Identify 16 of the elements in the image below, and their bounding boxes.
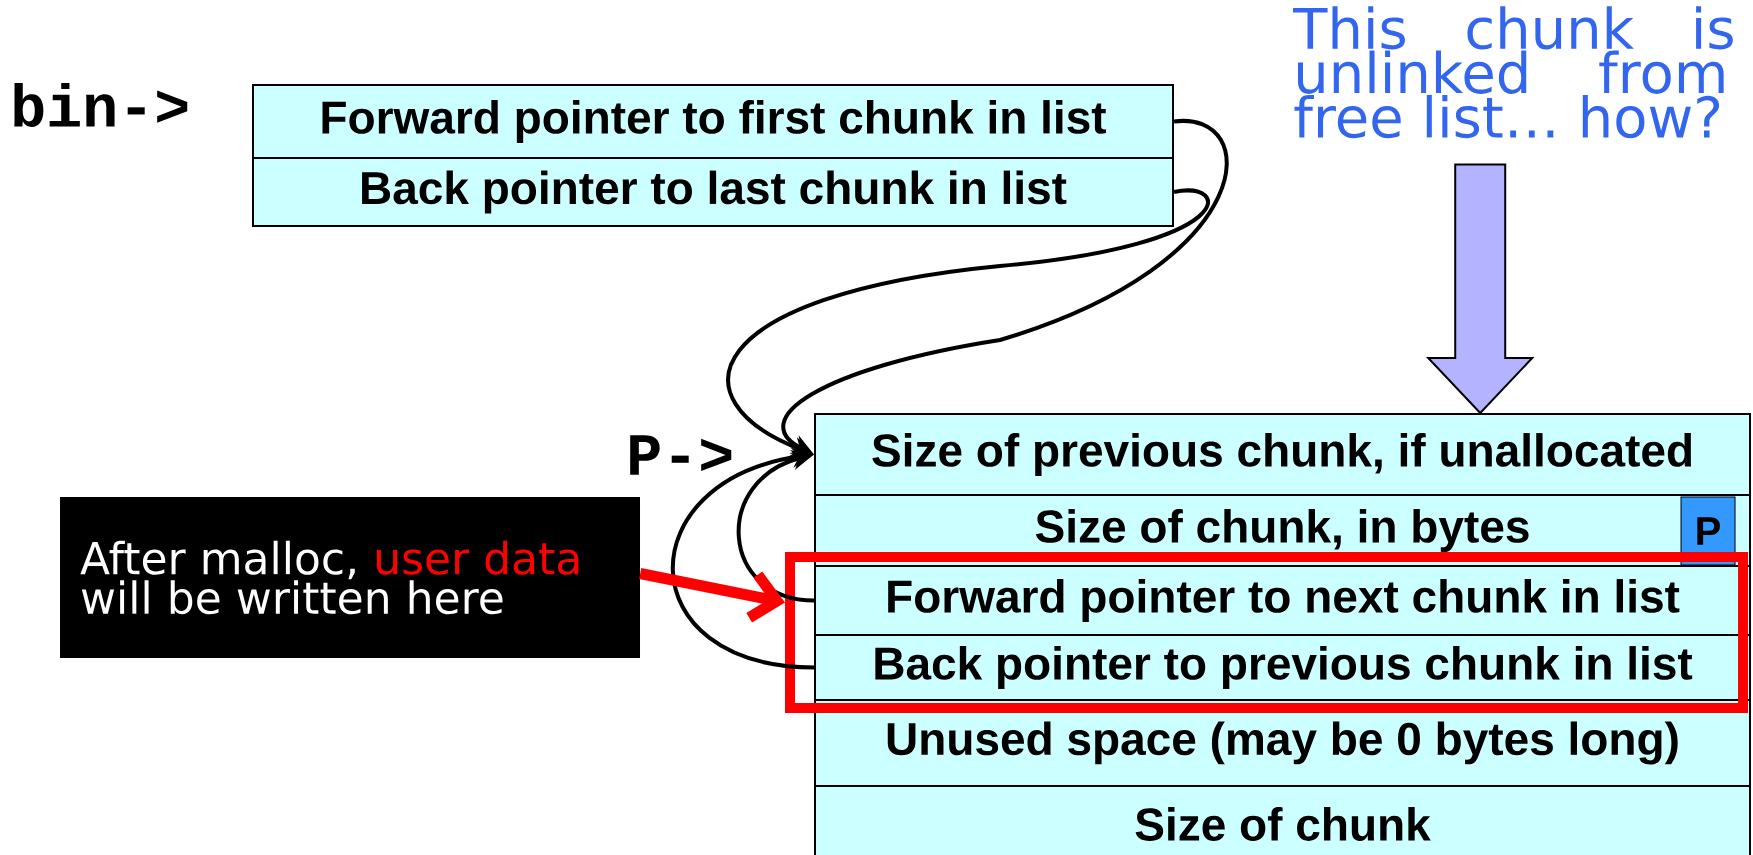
field-row: Size of previous chunk, if unallocated	[814, 413, 1751, 496]
field-row: Back pointer to previous chunk in list	[814, 634, 1751, 701]
block-arrow	[1425, 163, 1535, 415]
pointer-label: P->	[630, 435, 732, 475]
highlight-frame	[785, 552, 1748, 713]
pointer-label: bin->	[14, 83, 188, 128]
field-row: Back pointer to last chunk in list	[252, 157, 1174, 227]
node-label: Size of chunk	[1135, 807, 1431, 841]
annotation-text: This chunk is unlinked from free list… how?	[1293, 6, 1733, 139]
curved-arrow	[782, 119, 1229, 455]
field-row: Forward pointer to first chunk in list	[252, 84, 1174, 159]
arrow	[639, 568, 785, 623]
callout-box: After malloc, user data will be written here	[60, 497, 640, 658]
field-row: Forward pointer to next chunk in list	[814, 565, 1751, 636]
curved-arrow	[670, 447, 815, 670]
field-row: Size of chunk	[814, 785, 1751, 855]
